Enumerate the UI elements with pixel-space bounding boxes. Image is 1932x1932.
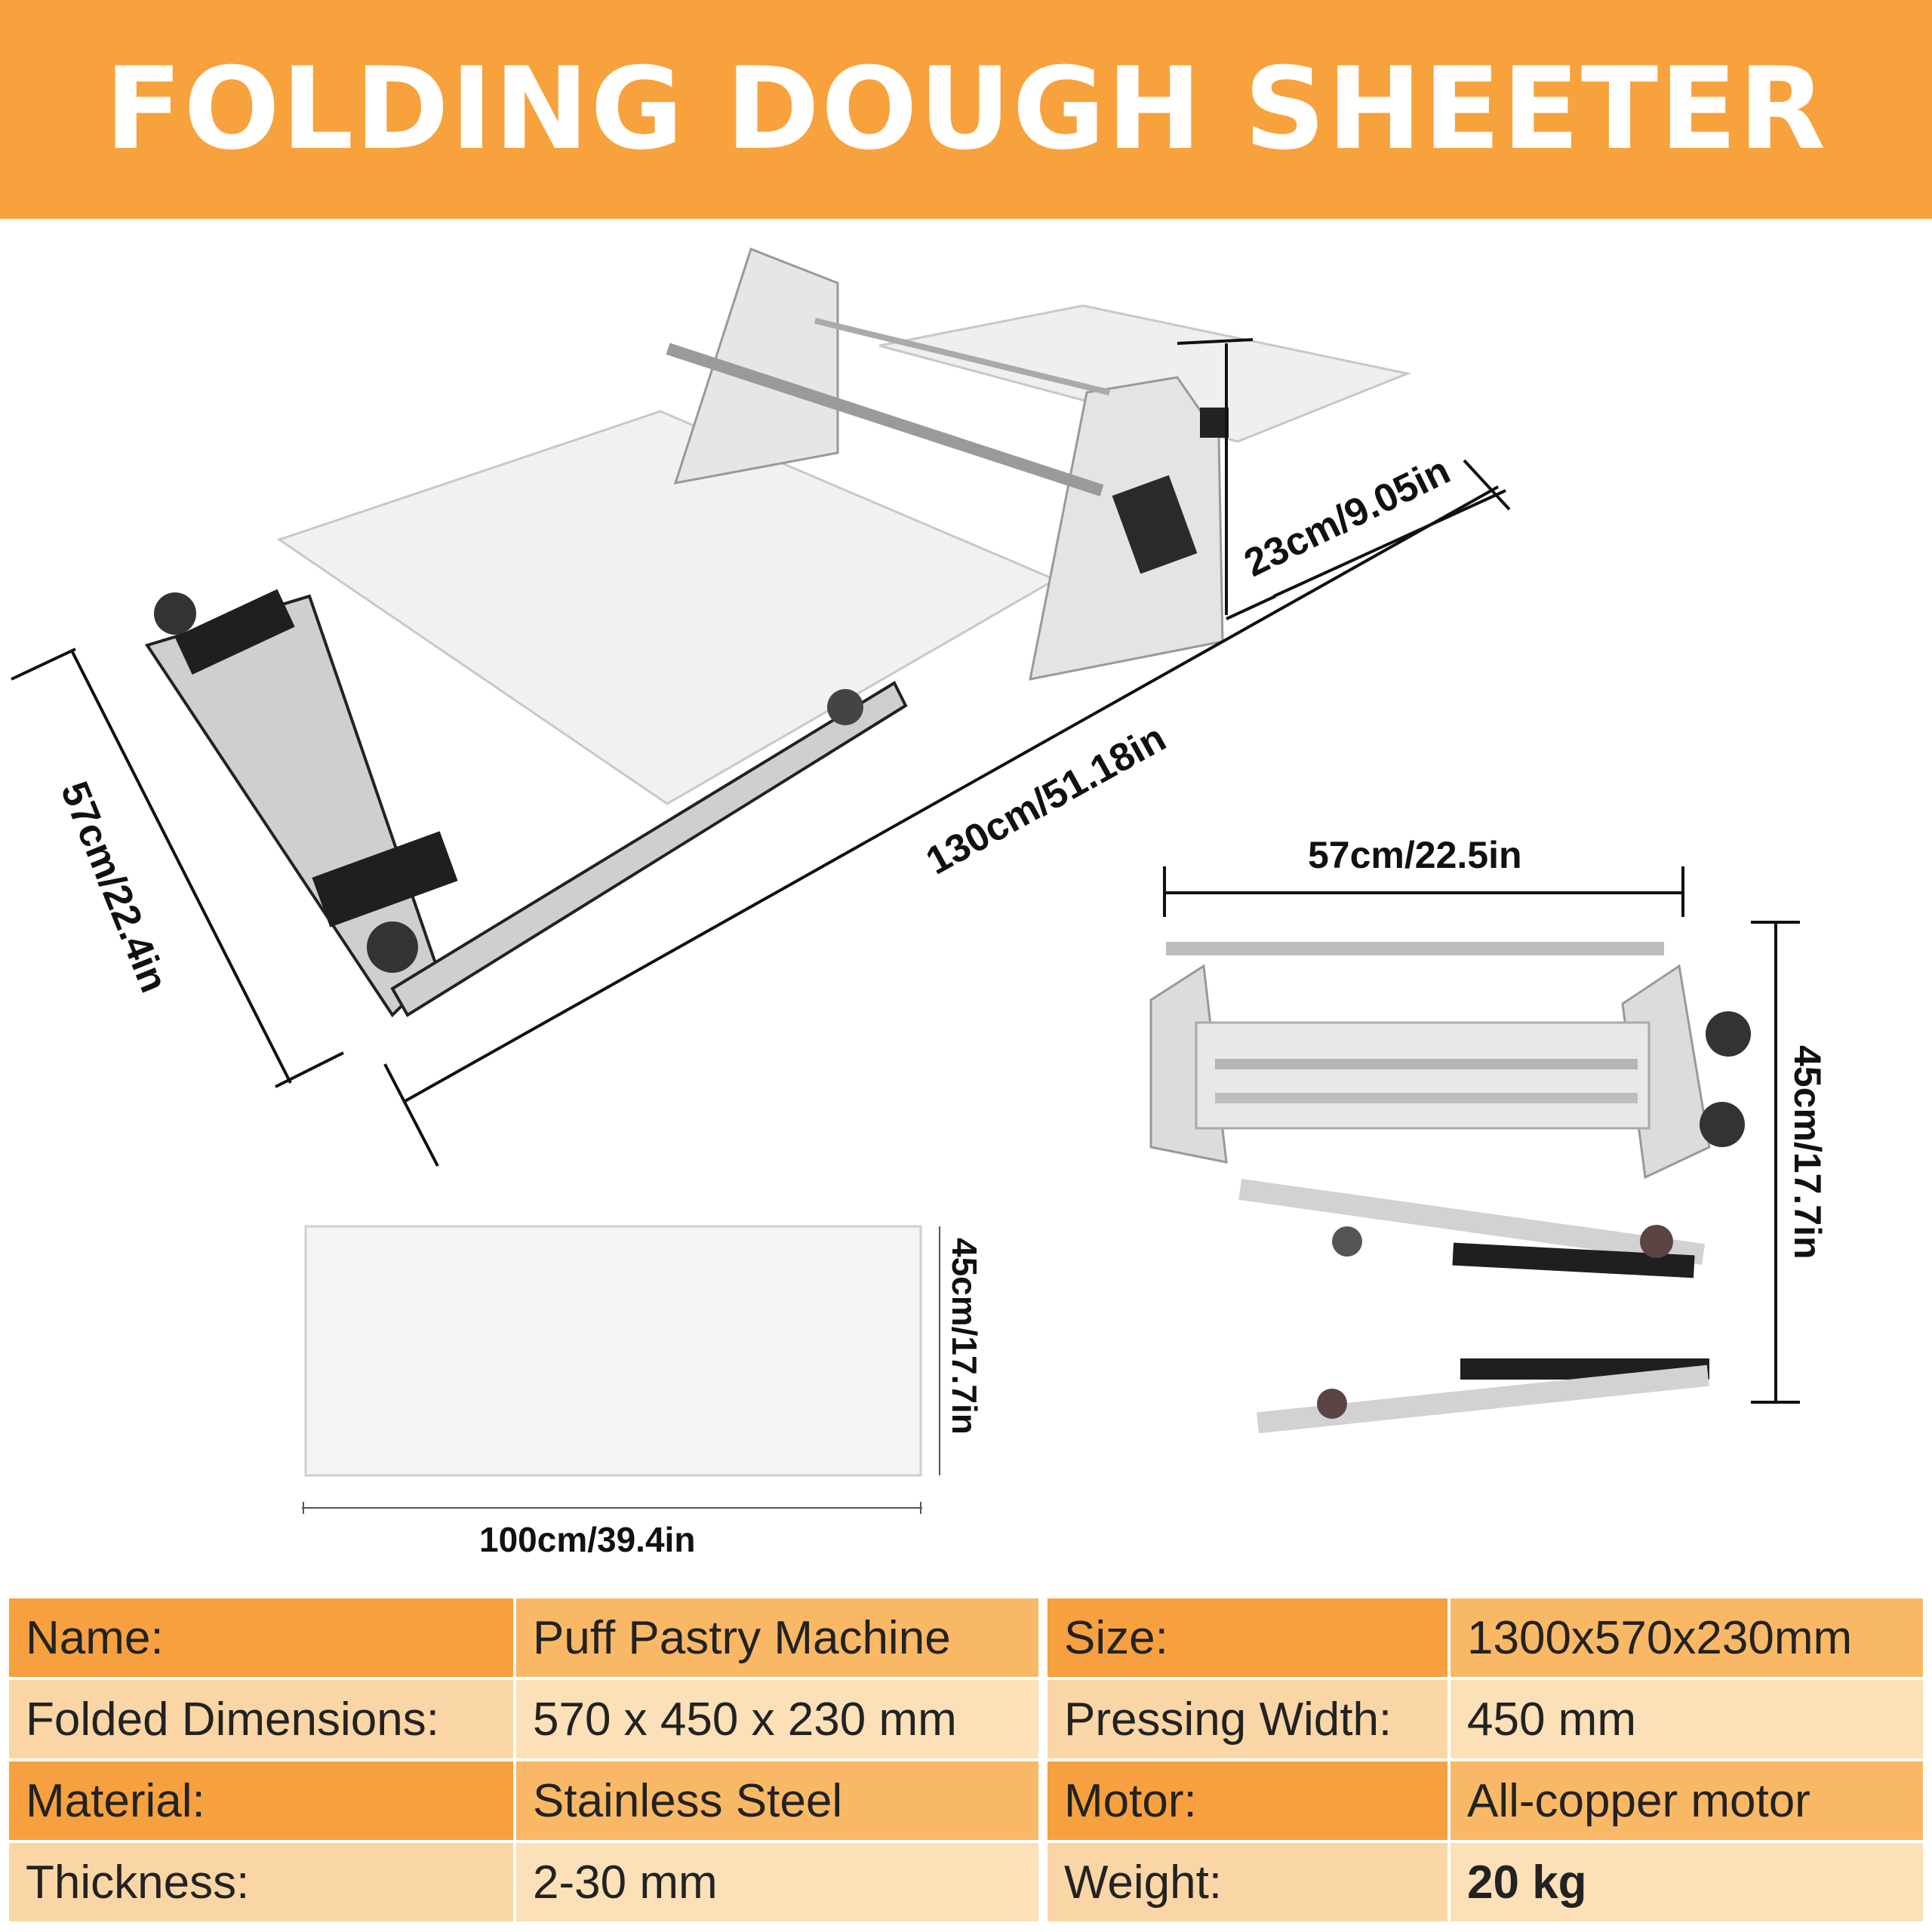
frame-rail-bottom	[390, 681, 908, 1017]
dough-board	[304, 1225, 922, 1477]
folded-machine-drawing	[1149, 942, 1751, 1434]
spec-value: 570 x 450 x 230 mm	[516, 1680, 1038, 1758]
spec-value: All-copper motor	[1451, 1761, 1923, 1840]
spec-row-name: Name: Puff Pastry Machine	[9, 1598, 1038, 1677]
page-title: FOLDING DOUGH SHEETER	[104, 44, 1828, 175]
spec-key: Weight:	[1048, 1843, 1447, 1921]
board-drawing	[302, 1225, 940, 1514]
spec-value: 1300x570x230mm	[1451, 1598, 1923, 1677]
spec-value: 2-30 mm	[516, 1843, 1038, 1921]
folded-arm-black-1	[1452, 1242, 1695, 1278]
spec-value: Puff Pastry Machine	[516, 1598, 1038, 1677]
wheel-3	[827, 689, 863, 725]
spec-column-left: Name: Puff Pastry Machine Folded Dimensi…	[9, 1598, 1038, 1924]
spec-row-weight: Weight: 20 kg	[1038, 1843, 1923, 1921]
roller-bar	[666, 343, 1104, 497]
dough-table-surface	[276, 410, 1058, 805]
spec-value: 450 mm	[1451, 1680, 1923, 1758]
spec-key: Size:	[1048, 1598, 1447, 1677]
spec-key: Thickness:	[9, 1843, 513, 1921]
folded-arm-1	[1238, 1179, 1706, 1266]
black-bracket-2	[174, 589, 295, 675]
label-folded-width: 57cm/22.5in	[1308, 834, 1522, 876]
title-banner: FOLDING DOUGH SHEETER	[0, 0, 1932, 219]
spec-table: Name: Puff Pastry Machine Folded Dimensi…	[9, 1598, 1923, 1924]
spec-key: Pressing Width:	[1048, 1680, 1447, 1758]
unfolded-machine-drawing	[144, 248, 1412, 1018]
label-main-depth: 57cm/22.4in	[52, 776, 176, 998]
spec-row-thickness: Thickness: 2-30 mm	[9, 1843, 1038, 1921]
label-board-length: 100cm/39.4in	[479, 1520, 695, 1559]
spec-key: Motor:	[1048, 1761, 1447, 1840]
side-knob	[1200, 408, 1229, 438]
top-rod	[814, 318, 1110, 395]
spec-row-size: Size: 1300x570x230mm	[1038, 1598, 1923, 1677]
dimension-lines-main	[11, 338, 1511, 1167]
black-bracket-1	[312, 831, 458, 928]
dimension-lines-folded	[1163, 866, 1800, 1404]
spec-column-right: Size: 1300x570x230mm Pressing Width: 450…	[1038, 1598, 1923, 1924]
folded-rollers	[1195, 1021, 1651, 1130]
product-illustration: 57cm/22.4in 130cm/51.18in 23cm/9.05in 10…	[11, 248, 1829, 1559]
label-folded-height: 45cm/17.7in	[1786, 1045, 1829, 1260]
spec-row-folded-dimensions: Folded Dimensions: 570 x 450 x 230 mm	[9, 1680, 1038, 1758]
spec-key: Folded Dimensions:	[9, 1680, 513, 1758]
spec-value: Stainless Steel	[516, 1761, 1038, 1840]
spec-row-pressing-width: Pressing Width: 450 mm	[1038, 1680, 1923, 1758]
spec-row-material: Material: Stainless Steel	[9, 1761, 1038, 1840]
spec-row-motor: Motor: All-copper motor	[1038, 1761, 1923, 1840]
spec-key: Material:	[9, 1761, 513, 1840]
handle-block	[1112, 475, 1198, 574]
spec-value: 20 kg	[1451, 1843, 1923, 1921]
wheel-2	[154, 592, 196, 635]
label-main-height: 23cm/9.05in	[1238, 448, 1457, 585]
wheel-1	[367, 921, 418, 973]
folded-arm-2	[1257, 1364, 1709, 1434]
roller-side-plate-left	[673, 248, 839, 485]
label-board-width: 45cm/17.7in	[945, 1238, 984, 1435]
spec-key: Name:	[9, 1598, 513, 1677]
